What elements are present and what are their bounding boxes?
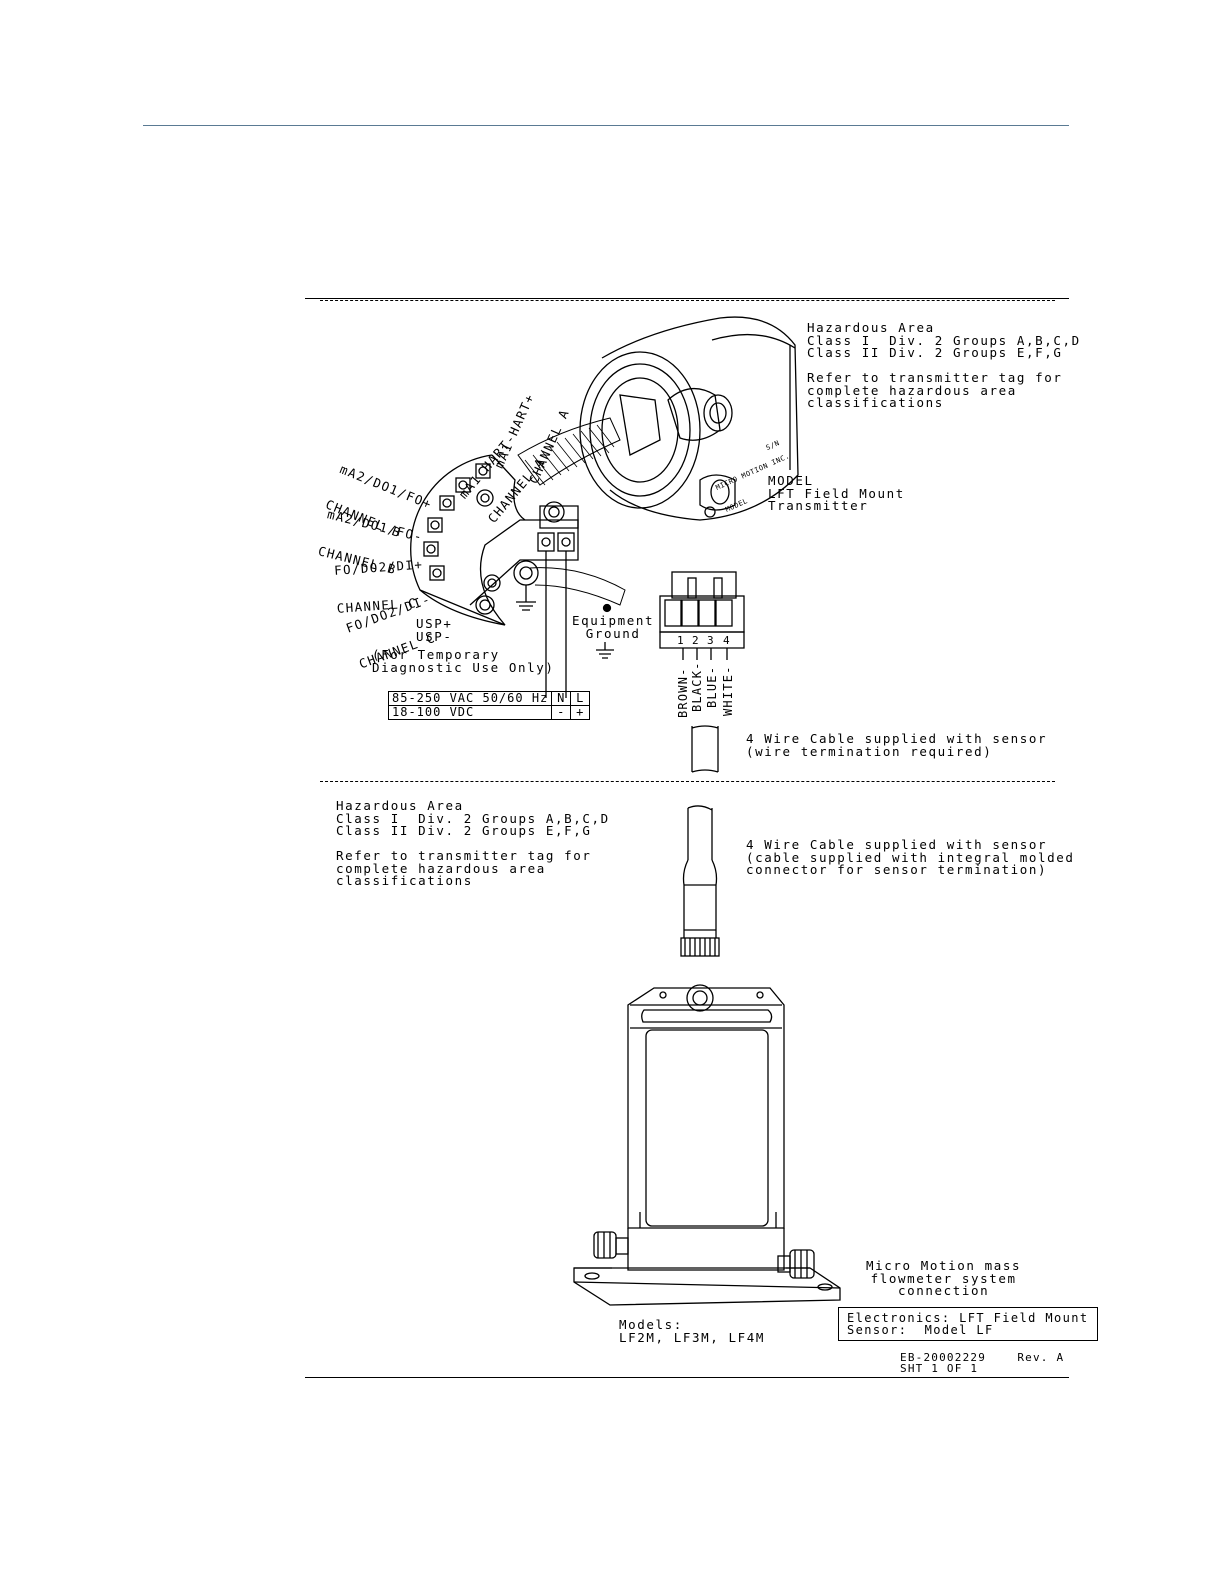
cable-line: connector for sensor termination)	[746, 862, 1048, 877]
label-equipment-ground: Equipment Ground	[572, 613, 655, 641]
cable-line: (cable supplied with integral molded	[746, 849, 1075, 865]
wire-label-white: WHITE-	[721, 665, 735, 716]
model-line: MODEL	[768, 473, 814, 488]
refer-line: Refer to transmitter tag for	[807, 370, 1063, 385]
label-diagnostic: (For Temporary Diagnostic Use Only)	[372, 647, 555, 675]
transmitter-model-text: MODEL LFT Field Mount Transmitter	[768, 473, 905, 513]
refer-line: complete hazardous area	[336, 860, 546, 876]
cable-stub-top	[691, 725, 719, 773]
box-line: Sensor: Model LF	[847, 1323, 994, 1337]
sensor-hazard-text: Hazardous Area Class I Div. 2 Groups A,B…	[336, 798, 610, 838]
transmitter-housing-drawing	[579, 316, 799, 521]
power-l-cell: L	[570, 691, 591, 706]
sensor-cable-drawing	[680, 805, 720, 957]
equipment-ground-dot	[602, 603, 612, 613]
pin-label: 4	[723, 634, 730, 647]
hazard-line: Class I Div. 2 Groups A,B,C,D	[807, 332, 1081, 348]
models-line: Models:	[619, 1317, 683, 1332]
refer-line: classifications	[807, 395, 944, 410]
ground-line: Ground	[585, 625, 641, 641]
sensor-cable-text: 4 Wire Cable supplied with sensor (cable…	[746, 837, 1075, 877]
ground-symbol-board	[516, 585, 536, 611]
cable-line: (wire termination required)	[746, 743, 993, 759]
hazard-line: Hazardous Area	[807, 320, 935, 335]
frame-bottom-line	[305, 1377, 1069, 1378]
table-row: 85-250 VAC 50/60 Hz N L	[387, 691, 591, 706]
system-connection-text: Micro Motion mass flowmeter system conne…	[866, 1258, 1022, 1298]
box-line: Electronics: LFT Field Mount	[847, 1311, 1089, 1325]
electronics-sensor-box: Electronics: LFT Field Mount Sensor: Mod…	[838, 1307, 1098, 1341]
power-label-cell: 85-250 VAC 50/60 Hz	[387, 691, 553, 706]
pin-label: 3	[707, 634, 714, 647]
wire-label-black: BLACK-	[690, 661, 704, 712]
terminal-board-drawing	[410, 454, 579, 626]
ground-strap	[529, 567, 626, 606]
power-l-cell: +	[570, 705, 591, 720]
connector-cable-text: 4 Wire Cable supplied with sensor (wire …	[746, 731, 1048, 759]
header-rule	[143, 125, 1069, 126]
transmitter-refer-text: Refer to transmitter tag for complete ha…	[807, 370, 1063, 410]
label-usp: USP+ USP-	[416, 616, 453, 644]
model-line: LFT Field Mount	[768, 485, 905, 501]
drawing-line: SHT 1 OF 1	[900, 1362, 979, 1375]
wire-label-blue: BLUE-	[705, 665, 719, 708]
ribbon-cable	[517, 417, 621, 486]
section-divider-top	[320, 300, 1055, 301]
diag-line: Diagnostic Use Only)	[372, 659, 555, 675]
refer-line: complete hazardous area	[807, 382, 1017, 398]
system-line: flowmeter system	[870, 1270, 1017, 1286]
section-divider-middle	[320, 781, 1055, 782]
hazard-line: Class I Div. 2 Groups A,B,C,D	[336, 810, 610, 826]
usp-line: USP+	[416, 616, 453, 631]
connector-drawing	[659, 571, 745, 660]
transmitter-hazard-text: Hazardous Area Class I Div. 2 Groups A,B…	[807, 320, 1081, 360]
pin-label: 1	[677, 634, 684, 647]
refer-line: classifications	[336, 873, 473, 888]
hazard-line: Class II Div. 2 Groups E,F,G	[807, 345, 1063, 360]
power-n-cell: N	[551, 691, 572, 706]
sensor-body-drawing	[573, 984, 841, 1306]
model-line: Transmitter	[768, 498, 869, 513]
refer-line: Refer to transmitter tag for	[336, 848, 592, 863]
table-row: 18-100 VDC - +	[387, 705, 591, 720]
system-line: Micro Motion mass	[866, 1258, 1022, 1273]
cable-line: 4 Wire Cable supplied with sensor	[746, 731, 1048, 746]
hazard-line: Class II Div. 2 Groups E,F,G	[336, 823, 592, 838]
drawing-number-text: EB-20002229 Rev. A SHT 1 OF 1	[900, 1352, 1064, 1374]
wire-label-brown: BROWN-	[676, 667, 690, 718]
system-line: connection	[897, 1283, 990, 1298]
sensor-models-text: Models: LF2M, LF3M, LF4M	[619, 1317, 766, 1345]
usp-line: USP-	[416, 628, 453, 644]
power-label-cell: 18-100 VDC	[387, 705, 553, 720]
ground-line: Equipment	[572, 613, 655, 628]
power-wires	[545, 551, 567, 698]
frame-top-line	[305, 298, 1069, 299]
pin-label: 2	[692, 634, 699, 647]
equipment-ground-symbol	[596, 642, 614, 659]
sensor-refer-text: Refer to transmitter tag for complete ha…	[336, 848, 592, 888]
models-line: LF2M, LF3M, LF4M	[619, 1329, 766, 1345]
power-supply-table: 85-250 VAC 50/60 Hz N L 18-100 VDC - +	[387, 691, 591, 720]
drawing-line: EB-20002229 Rev. A	[900, 1351, 1065, 1364]
power-n-cell: -	[551, 705, 572, 720]
cable-line: 4 Wire Cable supplied with sensor	[746, 837, 1048, 852]
diag-line: (For Temporary	[372, 647, 500, 662]
hazard-line: Hazardous Area	[336, 798, 464, 813]
